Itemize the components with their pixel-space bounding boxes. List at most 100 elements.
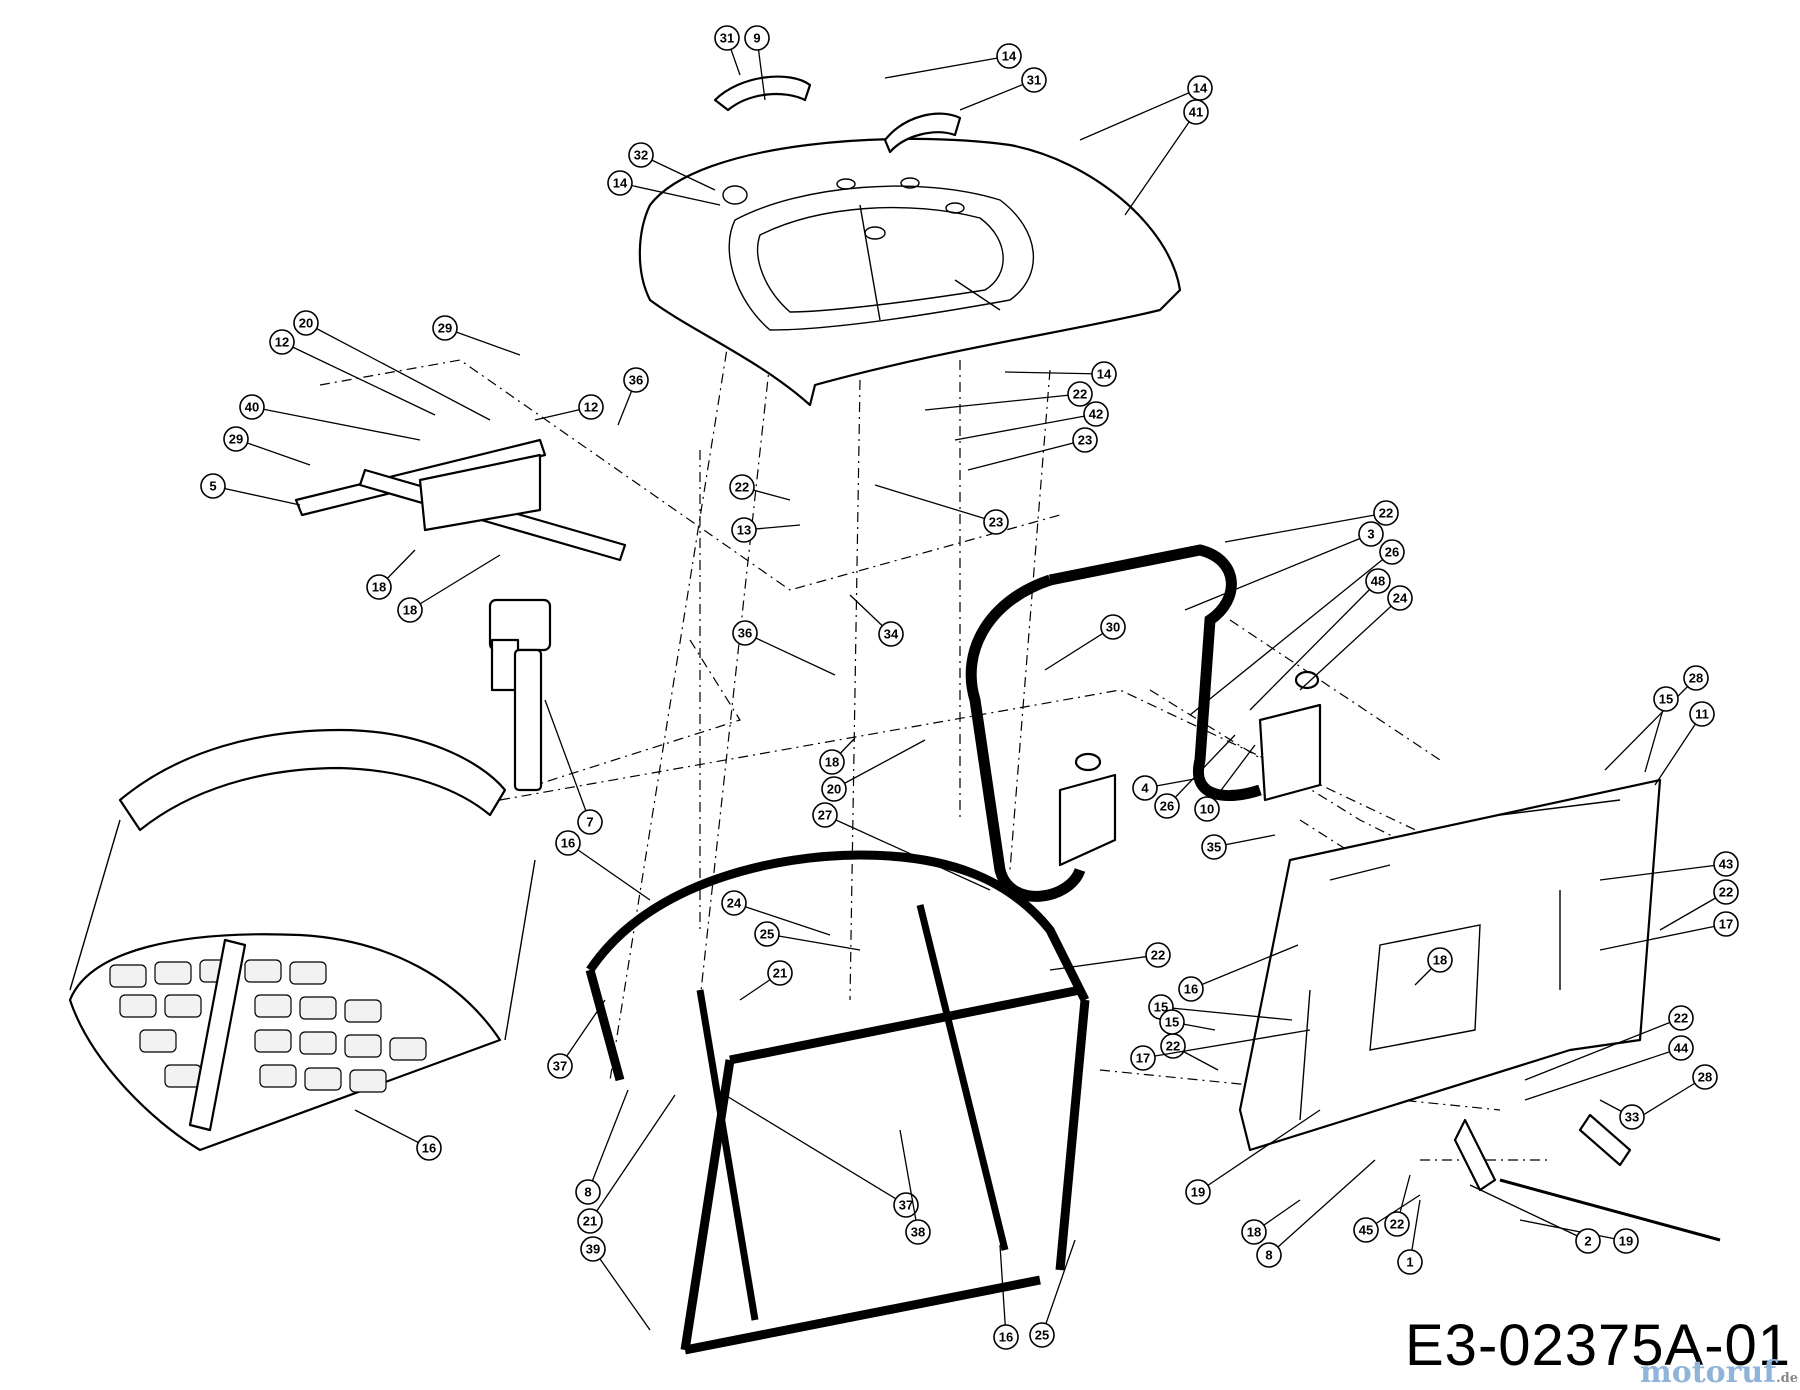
callout-circle	[223, 426, 249, 452]
callout-number: 26	[1385, 545, 1399, 560]
callout-number: 5	[209, 479, 216, 494]
callout-circle	[1373, 500, 1399, 526]
callout-24: 24	[1299, 585, 1413, 691]
callout-43: 43	[1599, 851, 1739, 881]
callout-23: 23	[967, 427, 1098, 471]
callout-circle	[993, 1324, 1019, 1350]
callout-26: 26	[1189, 539, 1405, 716]
callout-circle	[1241, 1219, 1267, 1245]
callout-number: 29	[438, 321, 452, 336]
callout-number: 15	[1165, 1015, 1179, 1030]
callout-26: 26	[1154, 734, 1236, 819]
callout-circle	[416, 1135, 442, 1161]
callout-22: 22	[1224, 500, 1399, 543]
callout-number: 16	[1184, 982, 1198, 997]
callout-number: 48	[1371, 574, 1385, 589]
callout-44: 44	[1524, 1035, 1694, 1101]
callout-leader-line	[967, 439, 1086, 471]
callout-8: 8	[1256, 1159, 1376, 1268]
callout-leader-line	[1524, 1017, 1682, 1081]
callout-circle	[721, 890, 747, 916]
watermark-text: motoruf	[1640, 1355, 1777, 1390]
callout-number: 31	[1027, 73, 1041, 88]
callout-36: 36	[732, 620, 836, 676]
callout-34: 34	[849, 594, 904, 647]
callout-number: 19	[1191, 1185, 1205, 1200]
callout-circle	[1256, 1242, 1282, 1268]
callout-22: 22	[1384, 1174, 1411, 1237]
callout-leader-line	[587, 1089, 629, 1193]
callout-leader-line	[305, 322, 491, 421]
callout-37: 37	[724, 1094, 919, 1218]
callout-circle	[1613, 1228, 1639, 1254]
callout-18: 18	[397, 554, 501, 623]
watermark-logo: motoruf.de	[1640, 1355, 1798, 1390]
callout-40: 40	[239, 394, 421, 441]
callout-5: 5	[200, 473, 301, 506]
callout-leader-line	[899, 1129, 919, 1233]
callout-number: 18	[372, 580, 386, 595]
callout-circle	[1713, 879, 1739, 905]
callout-number: 20	[827, 782, 841, 797]
callout-number: 16	[422, 1141, 436, 1156]
callout-leader-line	[559, 999, 606, 1067]
callout-number: 35	[1207, 840, 1221, 855]
callout-number: 22	[1166, 1039, 1180, 1054]
callout-circle	[744, 25, 770, 51]
callout-35: 35	[1201, 834, 1276, 860]
callout-circle	[575, 1179, 601, 1205]
callout-number: 18	[403, 603, 417, 618]
callout-leader-line	[592, 1248, 651, 1331]
callout-leader-line	[1249, 580, 1379, 711]
callout-leader-line	[1160, 1006, 1293, 1021]
callout-circle	[577, 809, 603, 835]
lever-linkage	[1453, 1113, 1721, 1242]
callout-number: 12	[275, 335, 289, 350]
callout-leader-line	[281, 341, 436, 416]
callout-number: 17	[1719, 917, 1733, 932]
callout-number: 43	[1719, 857, 1733, 872]
callout-circle	[1619, 1104, 1645, 1130]
callout-leader-line	[1634, 1076, 1706, 1121]
seat-cushion-grid	[109, 959, 427, 1093]
callout-circle	[1653, 686, 1679, 712]
callout-circle	[1178, 976, 1204, 1002]
callout-circle	[1384, 1211, 1410, 1237]
callout-22: 22	[1049, 942, 1171, 971]
callout-16: 16	[354, 1109, 442, 1161]
callout-leader-line	[354, 1109, 430, 1149]
callout-number: 29	[229, 432, 243, 447]
callout-number: 2	[1584, 1234, 1591, 1249]
callout-number: 28	[1689, 671, 1703, 686]
callout-circle	[1689, 701, 1715, 727]
callout-circle	[731, 517, 757, 543]
grab-handles	[713, 75, 962, 154]
callout-circle	[1427, 947, 1453, 973]
callout-number: 28	[1698, 1070, 1712, 1085]
callout-leader-line	[444, 327, 521, 356]
callout-circle	[432, 315, 458, 341]
callout-14: 14	[1004, 361, 1117, 387]
callout-leader-line	[1044, 626, 1114, 671]
callout-number: 45	[1359, 1223, 1373, 1238]
callout-leader-line	[1599, 923, 1727, 951]
callout-24: 24	[721, 890, 831, 936]
callout-circle	[1159, 1009, 1185, 1035]
callout-circle	[1358, 521, 1384, 547]
callout-45: 45	[1353, 1194, 1421, 1243]
callout-31: 31	[959, 67, 1047, 111]
callout-25: 25	[1029, 1239, 1076, 1348]
callout-21: 21	[739, 960, 793, 1001]
callout-circle	[239, 394, 265, 420]
callout-number: 25	[1035, 1328, 1049, 1343]
callout-circle	[200, 473, 226, 499]
callout-circle	[1692, 1064, 1718, 1090]
callout-leader-line	[1142, 1029, 1311, 1059]
callout-21: 21	[577, 1094, 676, 1234]
callout-18: 18	[1241, 1199, 1301, 1245]
seat	[68, 728, 536, 1152]
callout-circle	[293, 310, 319, 336]
callout-circle	[269, 329, 295, 355]
